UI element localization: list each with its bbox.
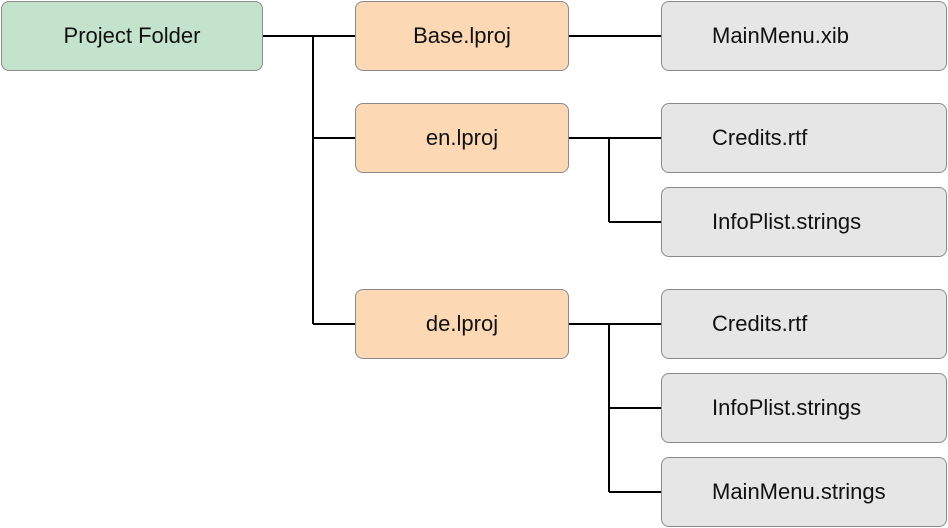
node-file-en-credits-rtf: Credits.rtf: [661, 103, 947, 173]
node-label: MainMenu.xib: [712, 23, 849, 48]
node-label: Project Folder: [63, 23, 201, 48]
node-file-base-mainmenu-xib: MainMenu.xib: [661, 1, 947, 71]
node-label: Credits.rtf: [712, 125, 808, 150]
node-en-lproj: en.lproj: [355, 103, 569, 173]
node-project-folder: Project Folder: [1, 1, 263, 71]
node-file-en-infoplist-strings: InfoPlist.strings: [661, 187, 947, 257]
node-label: Credits.rtf: [712, 311, 808, 336]
node-file-de-infoplist-strings: InfoPlist.strings: [661, 373, 947, 443]
node-label: InfoPlist.strings: [712, 209, 862, 234]
node-label: MainMenu.strings: [712, 479, 886, 504]
node-file-de-credits-rtf: Credits.rtf: [661, 289, 947, 359]
node-file-de-mainmenu-strings: MainMenu.strings: [661, 457, 947, 527]
node-label: de.lproj: [425, 311, 499, 336]
node-de-lproj: de.lproj: [355, 289, 569, 359]
node-label: Base.lproj: [413, 23, 511, 48]
node-label: InfoPlist.strings: [712, 395, 862, 420]
node-label: en.lproj: [425, 125, 499, 150]
node-base-lproj: Base.lproj: [355, 1, 569, 71]
